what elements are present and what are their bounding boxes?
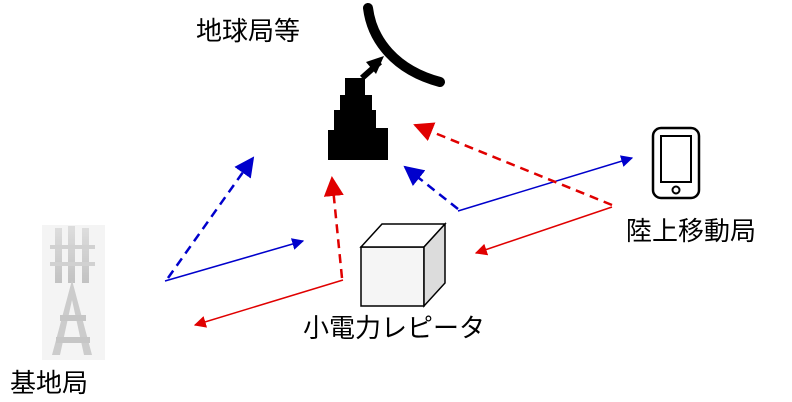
repeater-label: 小電力レピータ <box>303 314 486 344</box>
earth-station-label: 地球局等 <box>196 17 301 47</box>
downlink-interference-repeater-to-earth <box>323 176 344 279</box>
base-station-label: 基地局 <box>10 369 89 399</box>
mobile-station-label: 陸上移動局 <box>626 217 757 247</box>
cell-tower-icon <box>42 225 105 360</box>
downlink-arrow-repeater-to-base <box>193 279 344 328</box>
uplink-interference-repeater-to-earth <box>403 165 459 210</box>
cube-icon <box>359 222 447 308</box>
uplink-arrow-base-to-repeater <box>164 238 305 282</box>
uplink-arrow-repeater-to-mobile <box>457 155 634 212</box>
uplink-interference-base-to-earth <box>166 156 255 279</box>
downlink-interference-mobile-to-earth <box>413 122 613 207</box>
downlink-arrow-mobile-to-repeater <box>474 206 613 256</box>
satellite-dish-icon <box>328 3 445 160</box>
smartphone-icon <box>651 126 701 200</box>
